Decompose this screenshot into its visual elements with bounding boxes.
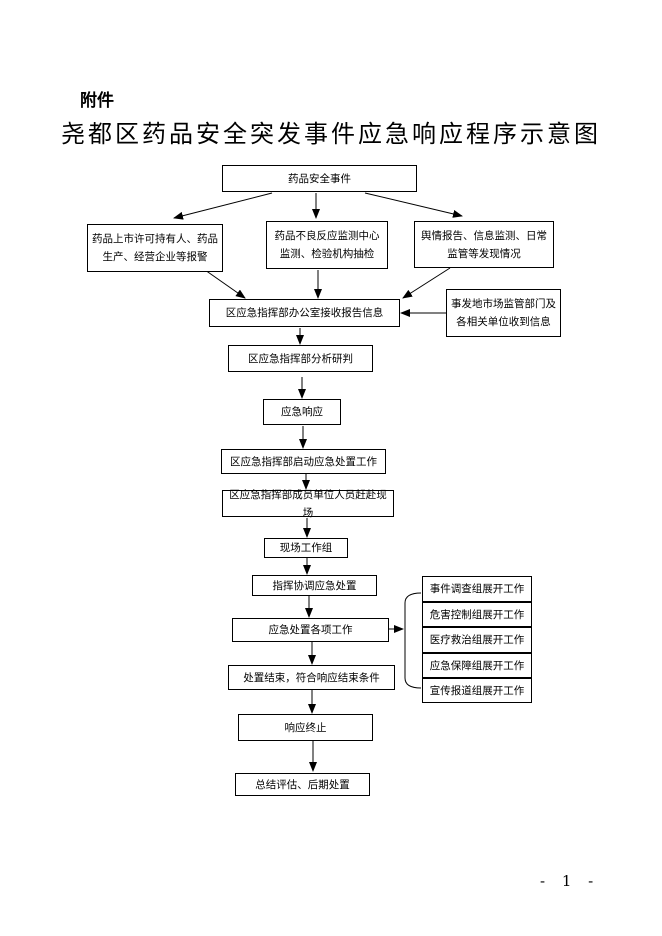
group-medical-treatment-label: 医疗救治组展开工作 (429, 634, 525, 646)
node-response-end-label: 响应终止 (284, 721, 327, 734)
node-members-to-scene-label: 区应急指挥部成员单位人员赶赴现场 (229, 488, 387, 519)
node-respond-label: 应急响应 (281, 406, 323, 418)
node-respond: 应急响应 (263, 399, 341, 425)
node-source-market-label: 事发地市场监管部门及各相关单位收到信息 (451, 298, 556, 328)
group-emergency-support: 应急保障组展开工作 (422, 653, 532, 678)
node-source-public: 舆情报告、信息监测、日常监管等发现情况 (414, 221, 554, 268)
node-start-disposal-label: 区应急指挥部启动应急处置工作 (230, 455, 377, 468)
group-medical-treatment: 医疗救治组展开工作 (422, 627, 532, 653)
node-analyze-label: 区应急指挥部分析研判 (248, 352, 353, 365)
node-disposal-work: 应急处置各项工作 (232, 618, 389, 642)
node-receive-report-label: 区应急指挥部办公室接收报告信息 (225, 307, 384, 319)
node-disposal-work-label: 应急处置各项工作 (268, 624, 353, 636)
node-source-monitoring: 药品不良反应监测中心监测、检验机构抽检 (266, 221, 388, 269)
node-coordinate-label: 指挥协调应急处置 (272, 579, 357, 592)
page-title: 尧都区药品安全突发事件应急响应程序示意图 (61, 120, 601, 148)
node-source-monitoring-label: 药品不良反应监测中心监测、检验机构抽检 (274, 230, 380, 260)
arrow-event-to-enterprise (173, 192, 273, 220)
node-disposal-end: 处置结束，符合响应结束条件 (228, 665, 395, 690)
arrow-public-to-receive (402, 267, 451, 299)
node-summary: 总结评估、后期处置 (235, 773, 370, 796)
group-publicity: 宣传报道组展开工作 (422, 678, 532, 703)
node-response-end: 响应终止 (238, 714, 373, 741)
groups-brace (404, 592, 422, 689)
page-number: - 1 - (540, 872, 600, 890)
group-emergency-support-label: 应急保障组展开工作 (429, 659, 525, 672)
group-hazard-control-label: 危害控制组展开工作 (429, 608, 525, 621)
node-onsite-group-label: 现场工作组 (279, 542, 333, 554)
node-event-label: 药品安全事件 (288, 172, 351, 185)
node-event: 药品安全事件 (222, 165, 417, 192)
node-source-enterprise-label: 药品上市许可持有人、药品生产、经营企业等报警 (92, 233, 218, 263)
attachment-label: 附件 (80, 91, 114, 111)
group-investigation-label: 事件调查组展开工作 (429, 583, 525, 595)
node-source-enterprise: 药品上市许可持有人、药品生产、经营企业等报警 (87, 224, 223, 272)
arrow-enterprise-to-receive (204, 269, 246, 299)
node-start-disposal: 区应急指挥部启动应急处置工作 (221, 449, 386, 474)
group-hazard-control: 危害控制组展开工作 (422, 602, 532, 627)
node-disposal-end-label: 处置结束，符合响应结束条件 (243, 671, 380, 684)
node-members-to-scene: 区应急指挥部成员单位人员赶赴现场 (222, 489, 394, 519)
arrow-event-to-public (364, 192, 463, 218)
group-publicity-label: 宣传报道组展开工作 (429, 684, 525, 697)
node-receive-report: 区应急指挥部办公室接收报告信息 (209, 299, 400, 327)
node-analyze: 区应急指挥部分析研判 (228, 345, 373, 372)
group-investigation: 事件调查组展开工作 (422, 576, 532, 602)
node-source-public-label: 舆情报告、信息监测、日常监管等发现情况 (421, 229, 547, 260)
node-summary-label: 总结评估、后期处置 (255, 778, 350, 791)
node-coordinate: 指挥协调应急处置 (252, 575, 377, 596)
node-source-market: 事发地市场监管部门及各相关单位收到信息 (446, 289, 561, 337)
node-onsite-group: 现场工作组 (264, 538, 348, 558)
